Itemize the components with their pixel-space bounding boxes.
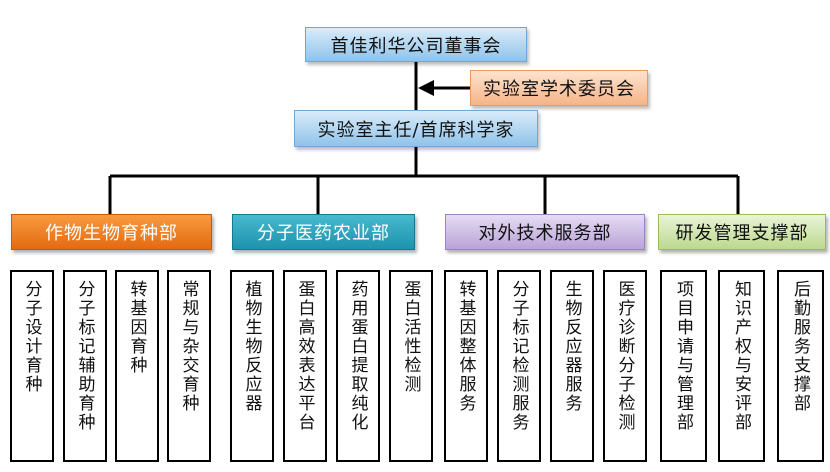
unit-box: 植物生物反应器 — [230, 270, 274, 462]
board-label: 首佳利华公司董事会 — [330, 35, 502, 57]
committee-arrowhead — [418, 80, 434, 96]
director-label: 实验室主任/首席科学家 — [317, 119, 515, 141]
unit-label: 蛋白高效表达平台 — [294, 280, 315, 432]
unit-label: 转基因育种 — [126, 280, 147, 375]
unit-box: 后勤服务支撑部 — [777, 270, 824, 462]
dept-box-crop-breeding: 作物生物育种部 — [11, 214, 212, 250]
unit-label: 分子设计育种 — [21, 280, 42, 394]
unit-box: 生物反应器服务 — [550, 270, 594, 462]
unit-box: 分子标记辅助育种 — [63, 270, 107, 462]
unit-box: 常规与杂交育种 — [167, 270, 211, 462]
unit-box: 药用蛋白提取纯化 — [336, 270, 380, 462]
board-box: 首佳利华公司董事会 — [305, 27, 527, 62]
unit-box: 蛋白高效表达平台 — [283, 270, 327, 462]
unit-label: 生物反应器服务 — [561, 280, 582, 413]
unit-box: 转基因整体服务 — [444, 270, 488, 462]
unit-label: 转基因整体服务 — [455, 280, 476, 413]
unit-label: 分子标记检测服务 — [508, 280, 529, 432]
unit-label: 分子标记辅助育种 — [74, 280, 95, 432]
unit-label: 蛋白活性检测 — [400, 280, 421, 394]
unit-label: 医疗诊断分子检测 — [614, 280, 635, 432]
unit-box: 知识产权与安评部 — [718, 270, 765, 462]
unit-box: 分子设计育种 — [10, 270, 54, 462]
unit-box: 分子标记检测服务 — [497, 270, 541, 462]
committee-box: 实验室学术委员会 — [470, 70, 648, 106]
dept-label: 分子医药农业部 — [257, 223, 390, 244]
unit-label: 常规与杂交育种 — [178, 280, 199, 413]
unit-label: 药用蛋白提取纯化 — [347, 280, 368, 432]
unit-box: 医疗诊断分子检测 — [603, 270, 647, 462]
unit-box: 蛋白活性检测 — [389, 270, 433, 462]
unit-label: 后勤服务支撑部 — [790, 280, 810, 413]
director-box: 实验室主任/首席科学家 — [294, 110, 538, 147]
unit-label: 植物生物反应器 — [241, 280, 262, 413]
dept-label: 对外技术服务部 — [478, 223, 612, 244]
unit-label: 项目申请与管理部 — [673, 280, 693, 432]
dept-label: 研发管理支撑部 — [675, 223, 809, 244]
unit-box: 项目申请与管理部 — [660, 270, 707, 462]
dept-label: 作物生物育种部 — [45, 223, 178, 244]
dept-box-technical-service: 对外技术服务部 — [445, 214, 645, 250]
dept-box-rnd-management: 研发管理支撑部 — [658, 214, 826, 250]
unit-box: 转基因育种 — [115, 270, 159, 462]
committee-label: 实验室学术委员会 — [483, 79, 635, 100]
dept-box-molecular-medicine: 分子医药农业部 — [232, 214, 415, 250]
unit-label: 知识产权与安评部 — [731, 280, 751, 432]
